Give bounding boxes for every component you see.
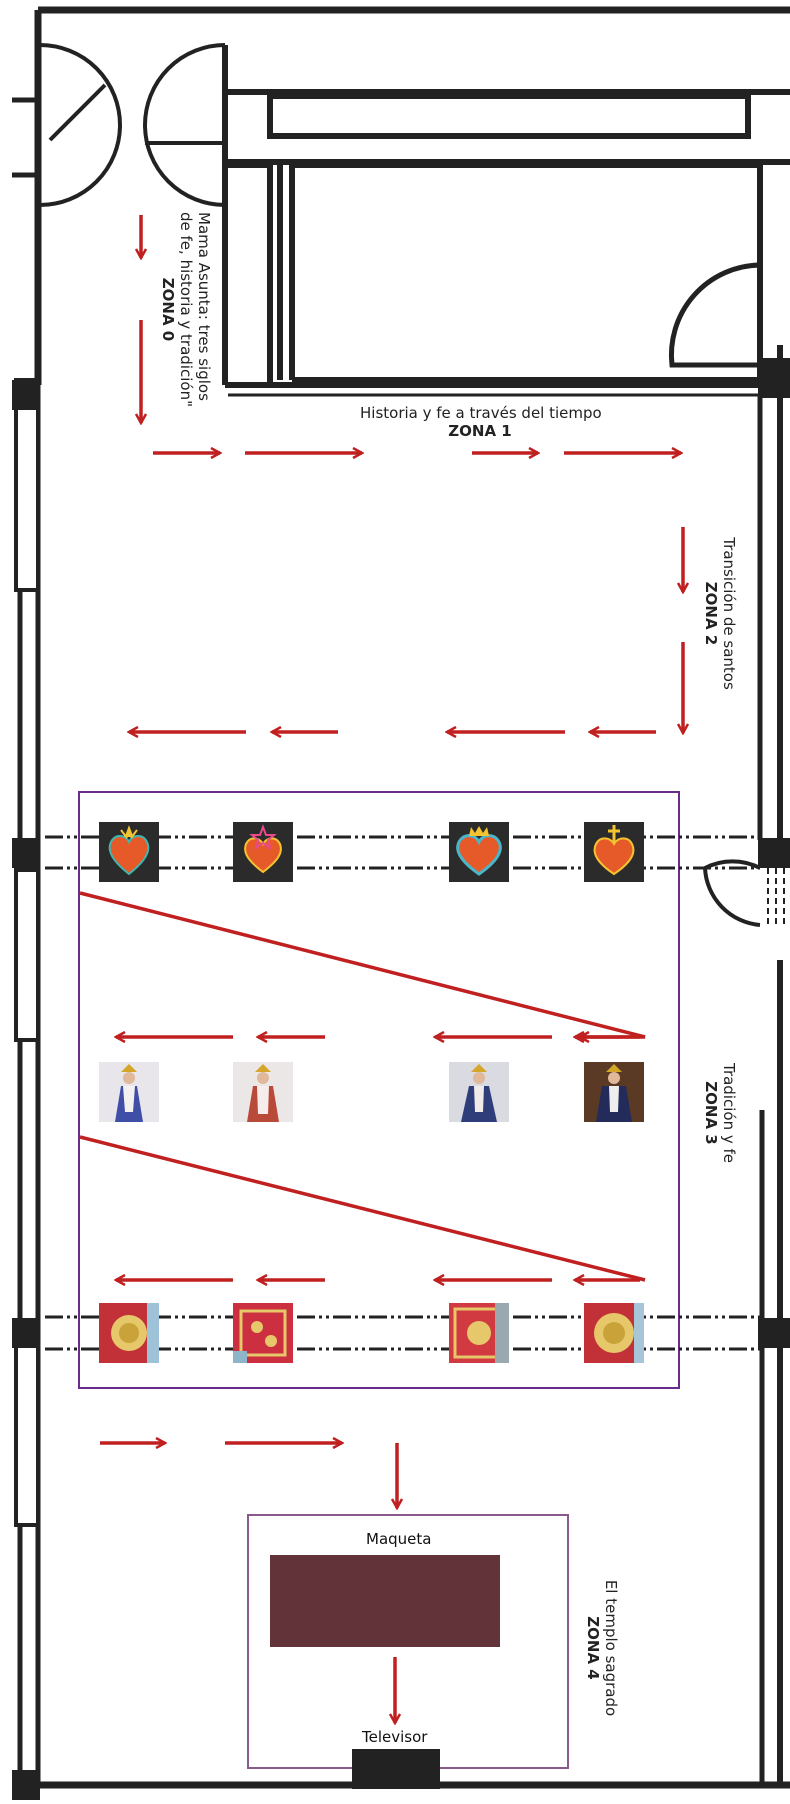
inner-rooms: [222, 45, 790, 397]
route-arrows: [100, 215, 683, 1723]
virgin-statue-2-image: [233, 1062, 293, 1122]
sacred-heart-cross-icon: [584, 822, 644, 882]
zone3-label: Tradición y fe ZONA 3: [702, 1058, 738, 1168]
right-door: [702, 859, 785, 927]
zone3-zone-label: ZONA 3: [702, 1081, 720, 1145]
zone0-label: Mama Asunta: tres siglos de fe, historia…: [159, 212, 213, 407]
zone0-title-line1: Mama Asunta: tres siglos: [195, 212, 213, 401]
zone2-title: Transición de santos: [720, 537, 738, 690]
left-columns: [12, 380, 40, 1800]
zone4-title: El templo sagrado: [602, 1579, 620, 1717]
televisor-block: [352, 1749, 440, 1789]
corner-column: [758, 358, 790, 398]
embroidered-mantle-2-image: [233, 1303, 293, 1363]
sacred-heart-crown-icon: [449, 822, 509, 882]
heart-tiles: [99, 822, 644, 882]
left-windows: [14, 378, 40, 1527]
diagonal-connectors: [79, 891, 646, 1282]
zone0-title-line2: de fe, historia y tradición": [177, 212, 195, 407]
sacred-heart-thorns-icon: [99, 822, 159, 882]
zone2-zone-label: ZONA 2: [702, 581, 720, 646]
zone4-zone-label: ZONA 4: [584, 1616, 602, 1680]
zone4-label: El templo sagrado ZONA 4: [584, 1578, 620, 1718]
zone3-title: Tradición y fe: [720, 1062, 738, 1164]
rope-lines: [45, 835, 760, 1351]
zone2-label: Transición de santos ZONA 2: [702, 536, 738, 691]
entrance-doors: [12, 43, 226, 207]
zone1-label: Historia y fe a través del tiempo ZONA 1: [360, 404, 602, 440]
embroidered-mantle-3-image: [449, 1303, 509, 1363]
mantle-tiles: [99, 1303, 644, 1363]
walls: [17, 6, 790, 1789]
embroidered-mantle-4-image: [584, 1303, 644, 1363]
sacred-heart-star-icon: [233, 822, 293, 882]
virgin-statue-3-image: [449, 1062, 509, 1122]
embroidered-mantle-1-image: [99, 1303, 159, 1363]
zone1-title: Historia y fe a través del tiempo: [360, 404, 602, 422]
televisor-label: Televisor: [362, 1728, 428, 1746]
maqueta-label: Maqueta: [366, 1530, 432, 1548]
virgin-tiles: [99, 1062, 644, 1122]
virgin-statue-4-image: [584, 1062, 644, 1122]
zone1-zone-label: ZONA 1: [448, 422, 512, 440]
virgin-statue-1-image: [99, 1062, 159, 1122]
zone3-frame: [78, 791, 680, 1389]
zone0-zone-label: ZONA 0: [159, 277, 177, 342]
maqueta-block: [270, 1555, 500, 1647]
